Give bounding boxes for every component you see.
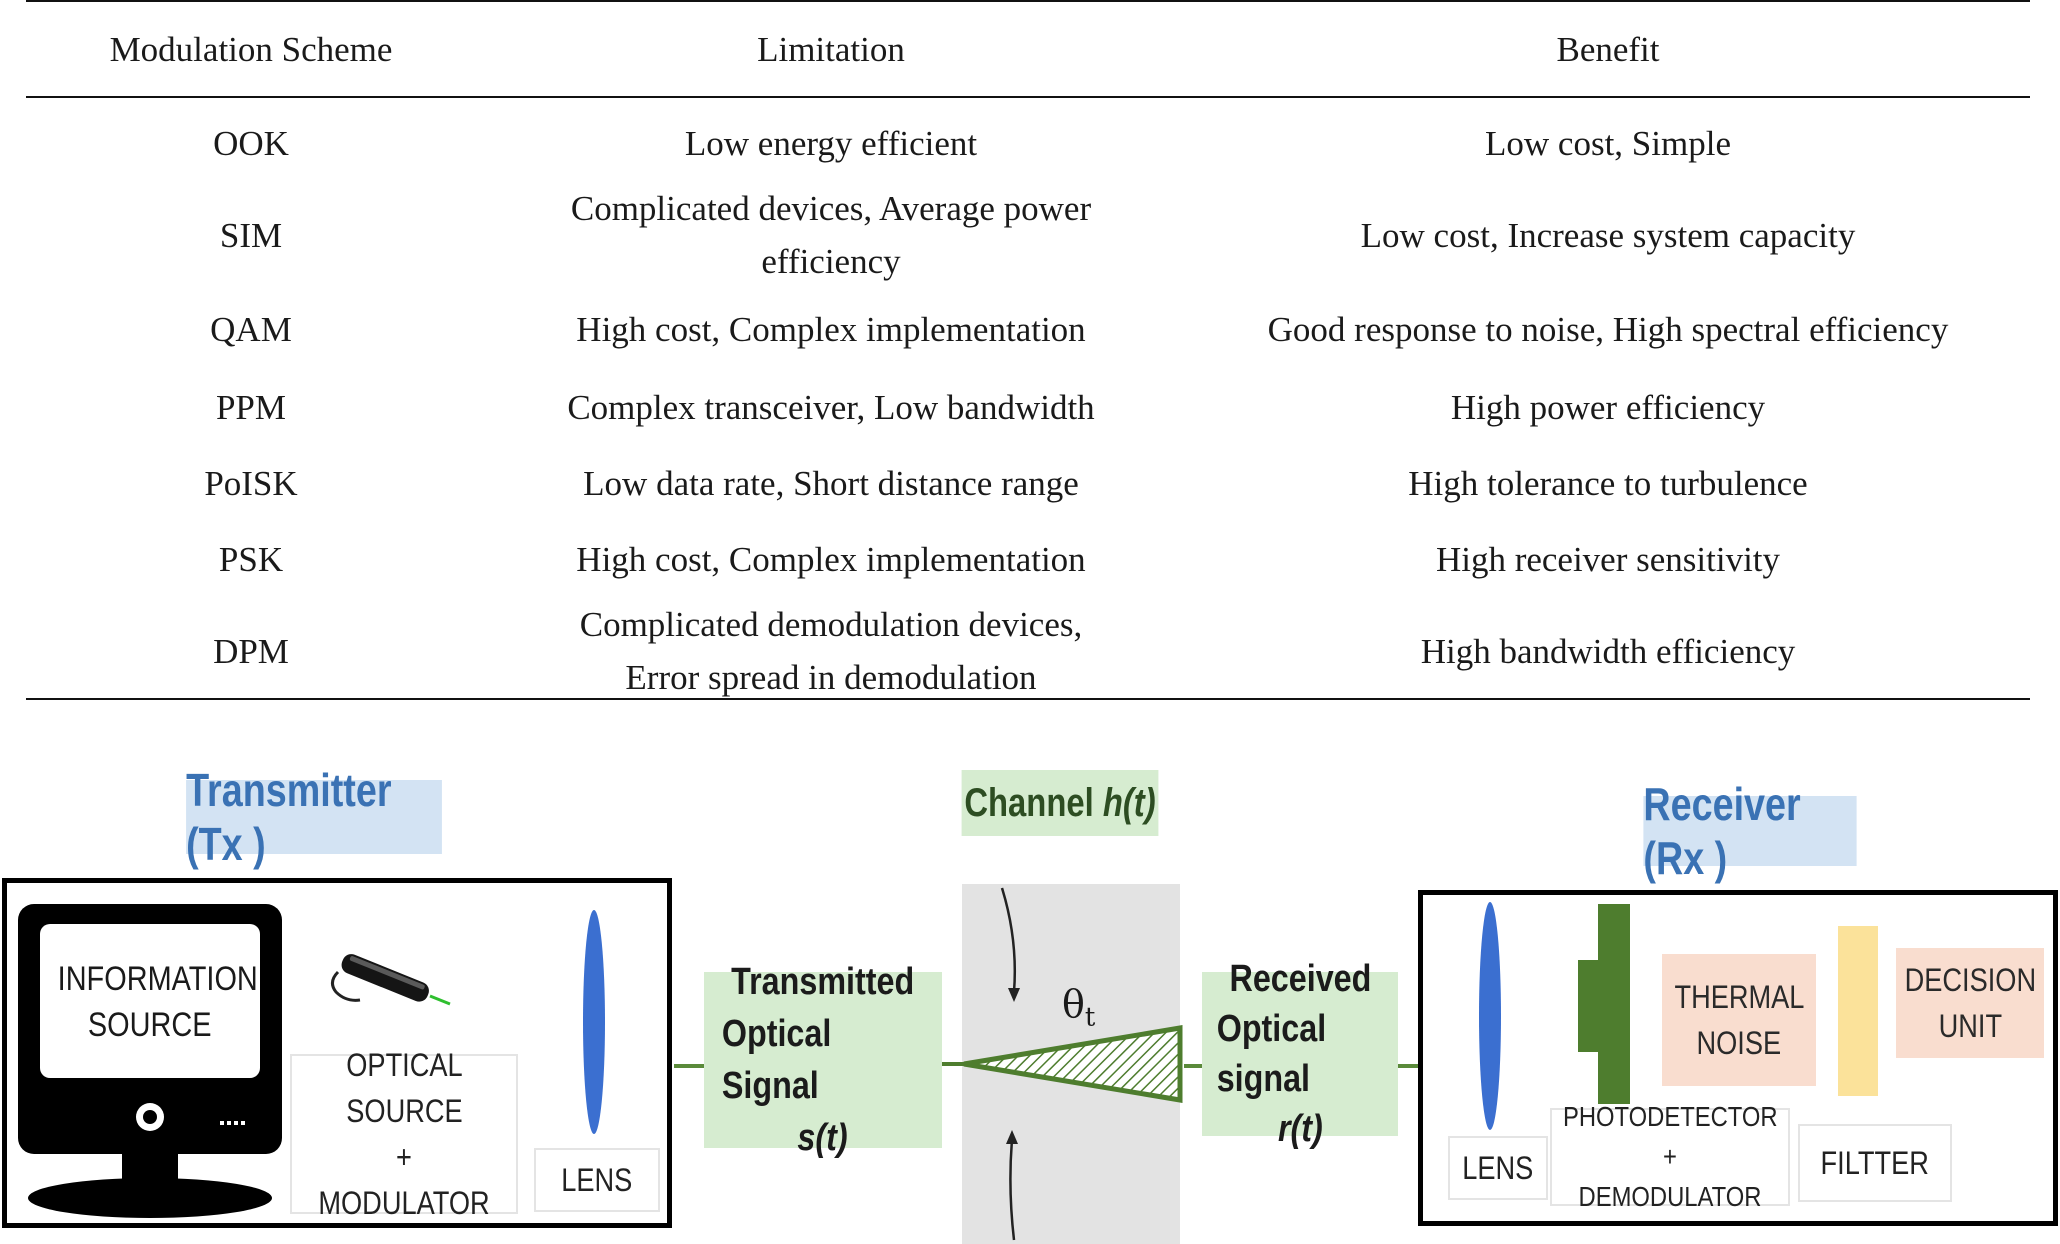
cell-scheme: QAM bbox=[210, 309, 292, 349]
decision-unit-label: DECISION UNIT bbox=[1896, 948, 2044, 1058]
header-limitation: Limitation bbox=[757, 29, 905, 69]
rx-lens-label: LENS bbox=[1448, 1136, 1548, 1200]
cell-benefit: High power efficiency bbox=[1450, 387, 1766, 427]
cell-limitation: Complex transceiver, Low bandwidth bbox=[567, 387, 1095, 427]
channel-title: Channel h(t) bbox=[961, 770, 1159, 836]
cell-limitation: High cost, Complex implementation bbox=[576, 309, 1086, 349]
cell-benefit: High receiver sensitivity bbox=[1435, 539, 1781, 579]
photodetector-icon bbox=[1578, 904, 1630, 1104]
cell-benefit: High tolerance to turbulence bbox=[1408, 463, 1808, 503]
cell-benefit: Good response to noise, High spectral ef… bbox=[1267, 309, 1949, 349]
transmitted-signal-box: Transmitted Optical Signal s(t) bbox=[704, 961, 942, 1159]
laser-source-icon bbox=[331, 954, 451, 1006]
filter-label: FILTTER bbox=[1798, 1124, 1952, 1202]
cell-scheme: PoISK bbox=[204, 463, 298, 503]
cell-benefit: Low cost, Simple bbox=[1485, 123, 1731, 163]
table-header-rule bbox=[26, 96, 2030, 98]
transmitter-box bbox=[2, 878, 672, 1228]
channel-beam-icon bbox=[942, 887, 1183, 1241]
rx-lens-icon bbox=[1479, 902, 1501, 1130]
cell-limitation: High cost, Complex implementation bbox=[576, 539, 1086, 579]
table-bottom-rule bbox=[26, 698, 2030, 700]
channel-connector bbox=[1184, 1064, 1204, 1068]
receiver-title: Receiver (Rx ) bbox=[1643, 778, 1857, 884]
cell-scheme: PPM bbox=[215, 387, 287, 427]
rx-connector bbox=[1398, 1064, 1418, 1068]
cell-benefit: Low cost, Increase system capacity bbox=[1360, 215, 1856, 255]
receiver-box bbox=[1418, 890, 2058, 1226]
transmitter-title: Transmitter (Tx ) bbox=[186, 764, 442, 870]
cell-limitation: Low data rate, Short distance range bbox=[583, 463, 1079, 503]
optical-source-label: OPTICAL SOURCE + MODULATOR bbox=[290, 1047, 518, 1221]
tx-lens-label: LENS bbox=[534, 1148, 660, 1212]
cell-scheme: PSK bbox=[218, 539, 284, 579]
monitor-icon bbox=[18, 904, 282, 1218]
info-source-label: INFORMATION SOURCE bbox=[57, 960, 258, 1044]
cell-scheme: SIM bbox=[219, 215, 283, 255]
cell-limitation: Complicated demodulation devices, Error … bbox=[579, 605, 1083, 697]
cell-limitation: Complicated devices, Average power effic… bbox=[570, 189, 1092, 281]
header-benefit: Benefit bbox=[1556, 29, 1660, 69]
cell-limitation: Low energy efficient bbox=[684, 123, 978, 163]
filter-icon bbox=[1838, 926, 1878, 1096]
tx-lens-icon bbox=[583, 910, 605, 1134]
header-scheme: Modulation Scheme bbox=[109, 29, 393, 69]
cell-scheme: OOK bbox=[213, 123, 289, 163]
photodetector-label: PHOTODETECTOR + DEMODULATOR bbox=[1550, 1101, 1790, 1212]
fso-system-diagram: Transmitter (Tx ) Channel h(t) Receiver … bbox=[0, 750, 2060, 1244]
table-top-rule bbox=[26, 0, 2030, 2]
tx-connector bbox=[674, 1064, 704, 1068]
received-signal-box: Received Optical signal r(t) bbox=[1202, 958, 1398, 1150]
cell-scheme: DPM bbox=[213, 631, 289, 671]
cell-benefit: High bandwidth efficiency bbox=[1420, 631, 1796, 671]
thermal-noise-label: THERMAL NOISE bbox=[1662, 954, 1816, 1086]
theta-label: θt bbox=[1062, 982, 1096, 1033]
